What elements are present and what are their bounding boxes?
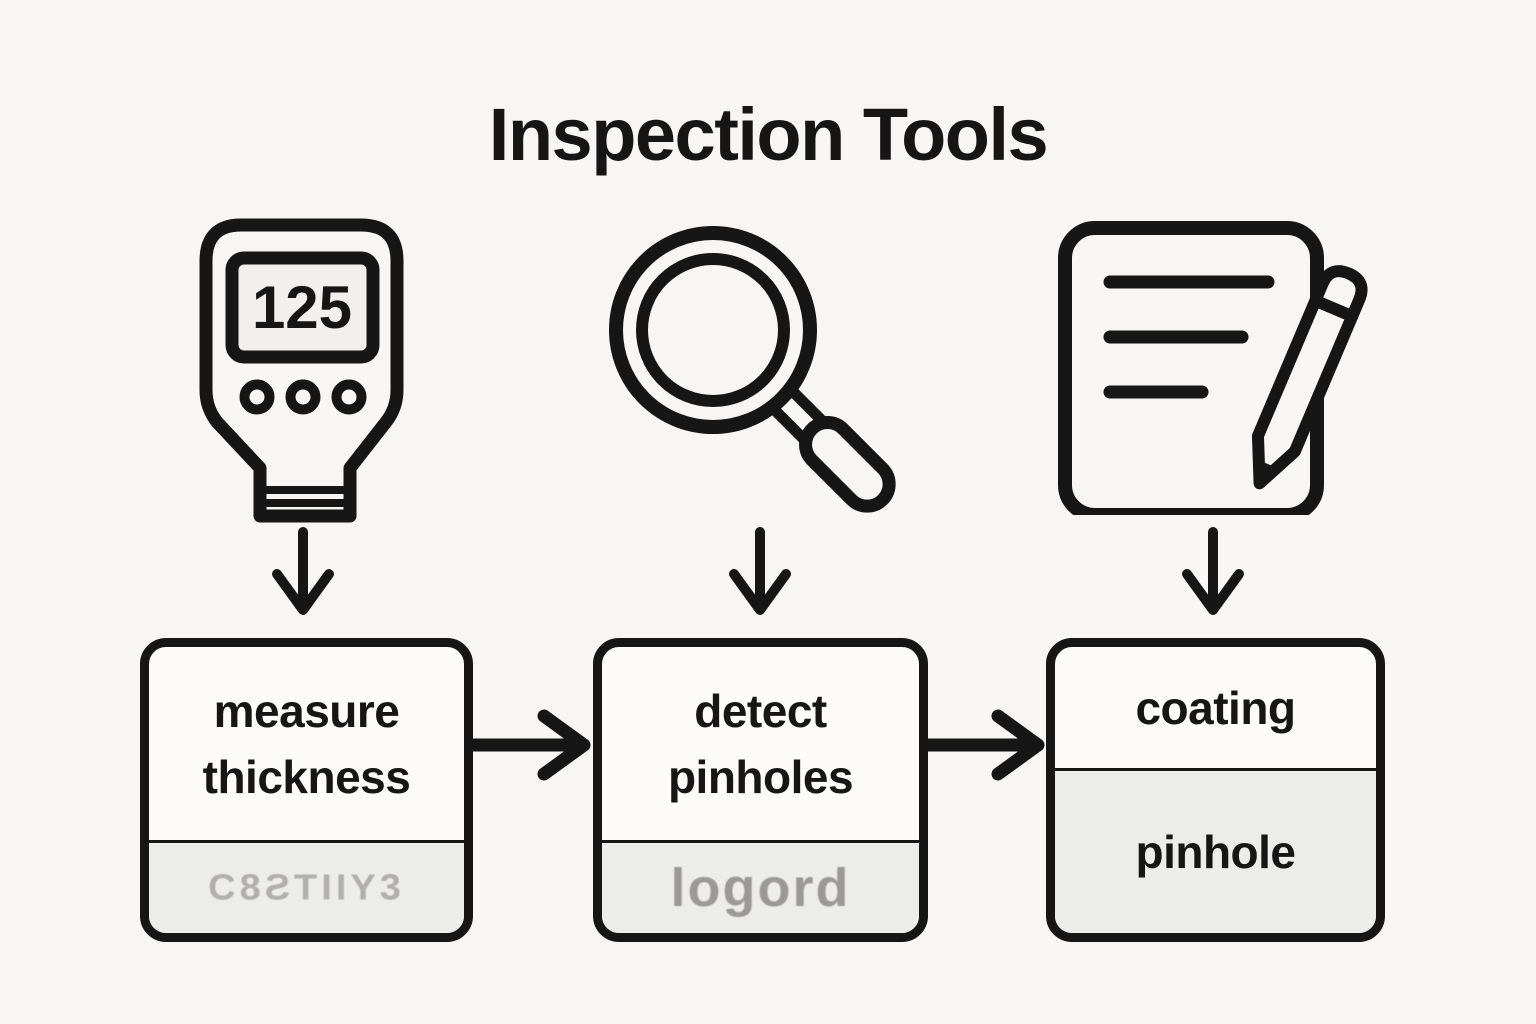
box-divider [602, 840, 919, 843]
box-title-area: measure thickness [149, 647, 464, 840]
flow-box-measure-thickness: measure thickness C8ƧTIIY3 [140, 638, 473, 942]
right-arrow-icon [466, 709, 591, 781]
box-title-area: detect pinholes [602, 647, 919, 840]
gauge-reading: 125 [252, 274, 352, 341]
box-subtitle-area: logord [602, 843, 919, 933]
box-subtitle-area: pinhole [1055, 771, 1376, 933]
box-divider [1055, 768, 1376, 771]
box-subtitle-area: C8ƧTIIY3 [149, 843, 464, 933]
document-pencil-icon [1058, 221, 1368, 515]
thickness-gauge-icon: 125 [199, 218, 404, 523]
box-subtitle: logord [670, 858, 851, 918]
box-title-area: coating [1055, 647, 1376, 768]
box-subtitle: C8ƧTIIY3 [208, 867, 405, 908]
page-title: Inspection Tools [488, 93, 1049, 176]
right-arrow-icon [920, 709, 1045, 781]
box-title-line: coating [1135, 681, 1296, 734]
pencil-icon [1251, 265, 1368, 490]
magnifier-icon [609, 226, 896, 513]
box-title-line: detect [694, 684, 827, 737]
box-title-line: pinholes [667, 750, 854, 803]
box-title-line: thickness [202, 750, 411, 803]
flow-box-detect-pinholes: detect pinholes logord [593, 638, 928, 942]
down-arrow-icon [729, 527, 791, 615]
box-divider [149, 840, 464, 843]
box-subtitle: pinhole [1135, 826, 1296, 878]
down-arrow-icon [1182, 527, 1244, 615]
box-title-line: measure [213, 684, 400, 737]
down-arrow-icon [272, 527, 334, 615]
flow-box-coating-pinhole: coating pinhole [1046, 638, 1385, 942]
